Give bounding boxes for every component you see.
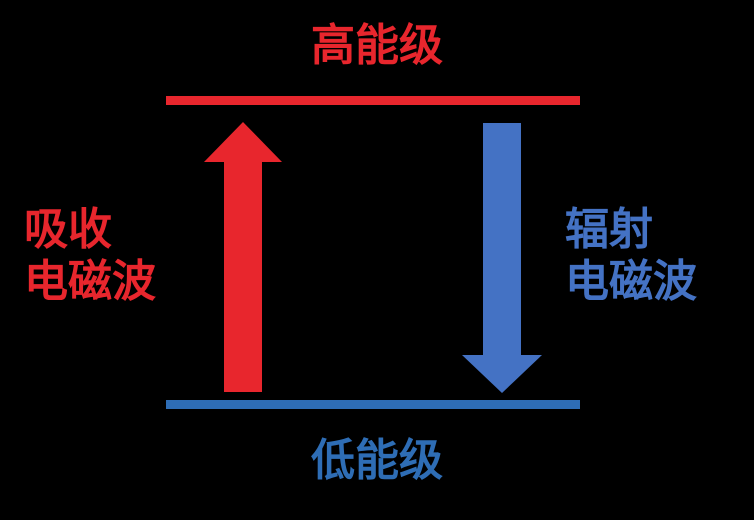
absorption-label-line2: 电磁波 (24, 256, 156, 307)
low-energy-level-label: 低能级 (311, 435, 443, 486)
low-energy-level-line (166, 400, 580, 409)
emission-label: 辐射 电磁波 (565, 204, 735, 308)
absorption-arrow (204, 122, 282, 392)
absorption-label-line1: 吸收 (24, 204, 112, 255)
emission-label-line2: 电磁波 (565, 256, 697, 307)
high-energy-level-label: 高能级 (311, 20, 443, 71)
high-energy-level-line (166, 96, 580, 105)
emission-label-line1: 辐射 (565, 204, 653, 255)
absorption-label: 吸收 电磁波 (24, 204, 194, 308)
emission-arrow (462, 123, 542, 393)
